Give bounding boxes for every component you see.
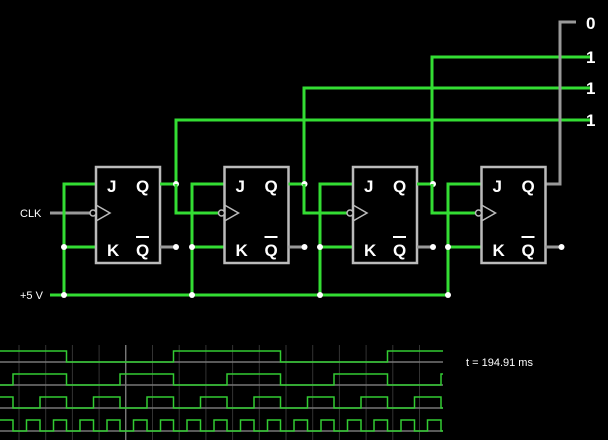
- qbar-terminal-dot: [558, 244, 565, 250]
- j-tie-wire[interactable]: [318, 182, 353, 295]
- pin-q-label: Q: [393, 177, 406, 196]
- scope-panel[interactable]: [0, 345, 443, 440]
- junction-dot: [189, 244, 195, 250]
- pin-k-label: K: [107, 241, 120, 260]
- pin-qbar-label: Q: [136, 241, 149, 260]
- pin-q-label: Q: [136, 177, 149, 196]
- junction-dot: [445, 244, 451, 250]
- q4-output-wire[interactable]: [546, 20, 576, 186]
- scope-time-label: t = 194.91 ms: [466, 357, 533, 369]
- clk-label: CLK: [20, 208, 42, 220]
- q1-output-wire[interactable]: [174, 118, 590, 184]
- clock-bubble-icon: [217, 209, 226, 217]
- clock-triangle-icon: [224, 204, 241, 222]
- scope-trace-q2: [0, 373, 443, 386]
- pin-j-label: J: [107, 177, 116, 196]
- qbar-terminal-dot: [173, 244, 179, 250]
- clock-bubble-icon: [346, 209, 354, 217]
- qbar-terminal-dot: [430, 244, 436, 250]
- pin-j-label: J: [493, 177, 502, 196]
- output-q2: 1: [586, 79, 595, 98]
- q2-output-wire[interactable]: [302, 86, 590, 184]
- q3-output-wire[interactable]: [430, 55, 590, 184]
- j-tie-wire[interactable]: [446, 182, 482, 295]
- junction-dot: [445, 292, 451, 298]
- clock-bubble-icon: [474, 209, 483, 217]
- junction-dot: [317, 292, 323, 298]
- pin-k-label: K: [236, 241, 249, 260]
- pin-j-label: J: [236, 177, 245, 196]
- j-tie-wire[interactable]: [190, 182, 225, 295]
- pin-q-label: Q: [265, 177, 278, 196]
- output-q4: 0: [586, 14, 595, 33]
- junction-dot: [189, 292, 195, 298]
- output-q3: 1: [586, 48, 595, 67]
- qbar-terminal-dot: [301, 244, 308, 250]
- junction-dot: [317, 244, 323, 250]
- pin-k-label: K: [493, 241, 506, 260]
- scope-trace-q3: [0, 396, 443, 409]
- clock-triangle-icon: [352, 204, 369, 222]
- junction-dot: [61, 244, 67, 250]
- pin-k-label: K: [364, 241, 377, 260]
- scope-trace-q4: [0, 419, 443, 432]
- output-q1: 1: [586, 111, 595, 130]
- clock-triangle-icon: [95, 204, 112, 222]
- pin-qbar-label: Q: [265, 241, 278, 260]
- pin-qbar-label: Q: [522, 241, 535, 260]
- vcc-label: +5 V: [20, 290, 44, 302]
- clock-wire[interactable]: [430, 184, 477, 215]
- scope-trace-q1: [0, 350, 443, 363]
- clock-wire[interactable]: [174, 184, 220, 215]
- clock-triangle-icon: [481, 204, 498, 222]
- pin-j-label: J: [364, 177, 373, 196]
- clock-bubble-icon: [89, 209, 97, 217]
- j-tie-wire[interactable]: [62, 182, 96, 295]
- pin-qbar-label: Q: [393, 241, 406, 260]
- junction-dot: [61, 292, 67, 298]
- clock-wire[interactable]: [302, 184, 348, 215]
- pin-q-label: Q: [522, 177, 535, 196]
